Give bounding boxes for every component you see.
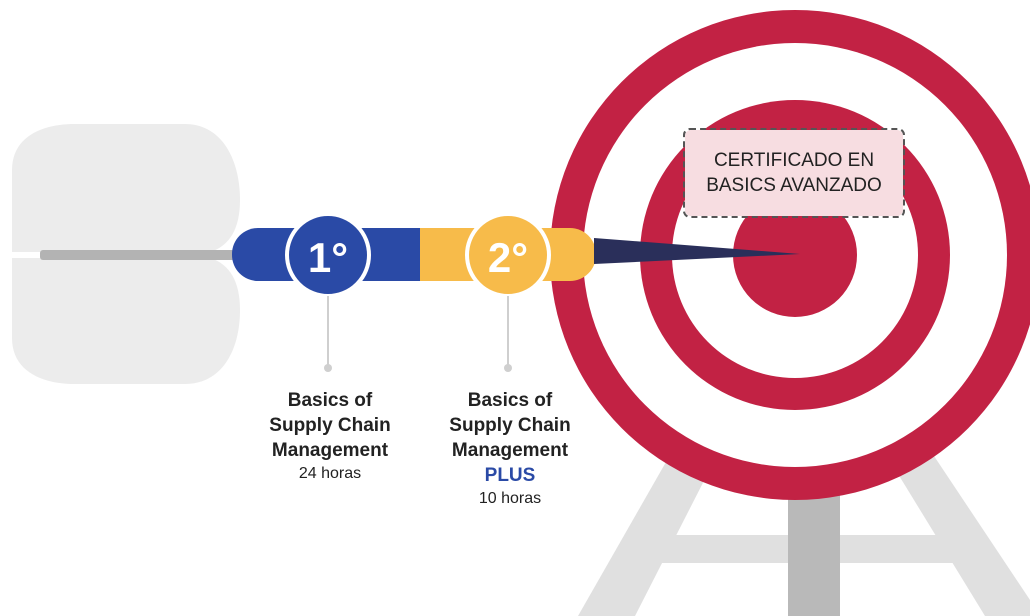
step-1-hours: 24 horas	[298, 465, 362, 482]
step-badge-1-label: 1°	[308, 234, 348, 281]
step-badge-2: 2°	[465, 212, 551, 298]
certificate-line2: BASICS AVANZADO	[706, 175, 882, 196]
step-connector-1	[324, 296, 332, 372]
step-badge-1: 1°	[285, 212, 371, 298]
step-2-title-line1: Basics of	[467, 390, 553, 411]
dart-fletching-top	[12, 124, 240, 252]
target	[550, 10, 1030, 500]
certificate-box-fill	[685, 130, 903, 216]
step-1-label: Basics of Supply Chain Management 24 hor…	[245, 388, 415, 485]
step-1-title-line1: Basics of	[287, 390, 373, 411]
dart-tip	[594, 238, 800, 264]
step-2-title-line2: Supply Chain	[449, 415, 571, 436]
target-bullseye	[733, 193, 857, 317]
step-1-title-line3: Management	[271, 440, 389, 461]
certificate-box: CERTIFICADO EN BASICS AVANZADO	[683, 128, 905, 218]
step-2-label: Basics of Supply Chain Management PLUS 1…	[425, 388, 595, 510]
step-badge-2-label: 2°	[488, 234, 528, 281]
certificate-line1: CERTIFICADO EN	[713, 150, 875, 171]
dart-shaft	[40, 250, 260, 260]
step-connector-2	[504, 296, 512, 372]
step-2-hours: 10 horas	[478, 490, 542, 507]
dart-fletching-bottom	[12, 258, 240, 384]
step-1-title-line2: Supply Chain	[269, 415, 391, 436]
step-2-title-line3: Management	[451, 440, 569, 461]
step-2-plus: PLUS	[484, 465, 536, 486]
